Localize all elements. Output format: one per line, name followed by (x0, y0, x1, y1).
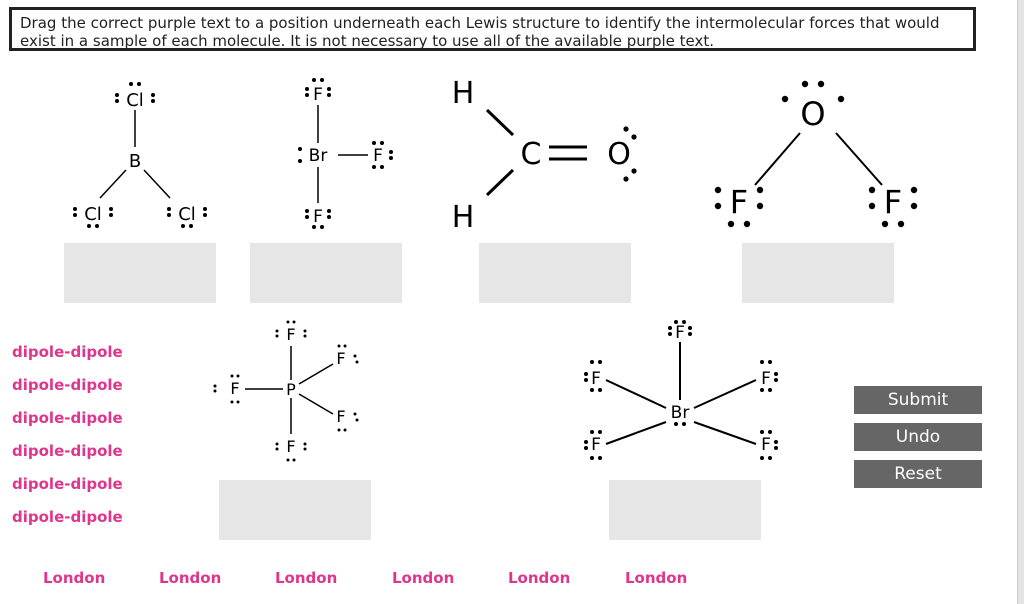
lone-pairs (298, 78, 393, 229)
answer-dipole-dipole[interactable]: dipole-dipole (12, 343, 123, 361)
atom-h-bottom: H (452, 200, 475, 235)
atom-f-upper-right: F (336, 349, 345, 368)
lone-pairs (213, 320, 359, 462)
atom-f-left: F (230, 379, 239, 398)
lewis-structure-bcl3: Cl B Cl Cl (60, 75, 220, 235)
atom-c: C (521, 137, 542, 172)
atom-o-center: O (800, 95, 825, 133)
answer-london[interactable]: London (392, 569, 455, 587)
answer-dipole-dipole[interactable]: dipole-dipole (12, 508, 123, 526)
answer-dipole-dipole[interactable]: dipole-dipole (12, 442, 123, 460)
answer-london[interactable]: London (159, 569, 222, 587)
submit-button[interactable]: Submit (854, 386, 982, 414)
lewis-structure-brf3: F Br F F (280, 75, 410, 235)
atom-f-right: F (884, 183, 902, 221)
drop-zone-of2[interactable] (742, 243, 894, 303)
answer-london[interactable]: London (275, 569, 338, 587)
lewis-structure-brf5: F F F Br F F (580, 318, 790, 468)
atom-f-bottom: F (313, 207, 323, 227)
lewis-structure-h2co: H C O H (445, 75, 655, 235)
atom-cl-right: Cl (178, 204, 196, 225)
atom-f-lower-left: F (591, 435, 601, 455)
atom-f-left: F (730, 183, 748, 221)
undo-button[interactable]: Undo (854, 423, 982, 451)
atom-f-top: F (313, 85, 323, 105)
lone-pairs (714, 80, 918, 228)
instructions-box: Drag the correct purple text to a positi… (9, 7, 976, 51)
instructions-text: Drag the correct purple text to a positi… (20, 14, 940, 50)
atom-f-upper-right: F (761, 369, 771, 389)
atom-cl-left: Cl (84, 204, 102, 225)
answer-london[interactable]: London (508, 569, 571, 587)
atom-f-top: F (675, 323, 685, 343)
atom-h-top: H (452, 76, 475, 111)
atom-f-right: F (373, 146, 383, 166)
atom-f-bottom: F (286, 437, 295, 456)
lewis-structure-pf5: F F P F F F (205, 318, 385, 468)
atom-f-top: F (286, 325, 295, 344)
atom-f-lower-right: F (761, 435, 771, 455)
drop-zone-pf5[interactable] (219, 480, 371, 540)
atom-b-center: B (129, 151, 141, 172)
drop-zone-brf5[interactable] (609, 480, 761, 540)
answer-london[interactable]: London (625, 569, 688, 587)
atom-br-center: Br (309, 146, 328, 166)
atom-o: O (607, 137, 631, 172)
lone-pairs (584, 320, 778, 460)
answer-dipole-dipole[interactable]: dipole-dipole (12, 409, 123, 427)
atom-p-center: P (286, 380, 296, 399)
lone-pairs (623, 126, 637, 182)
lewis-structure-of2: O F F (705, 75, 925, 235)
drop-zone-bcl3[interactable] (64, 243, 216, 303)
answer-dipole-dipole[interactable]: dipole-dipole (12, 475, 123, 493)
reset-button[interactable]: Reset (854, 460, 982, 488)
lone-pairs (73, 82, 207, 228)
atom-f-upper-left: F (591, 369, 601, 389)
atom-cl-top: Cl (126, 90, 144, 111)
answer-london[interactable]: London (43, 569, 106, 587)
answer-dipole-dipole[interactable]: dipole-dipole (12, 376, 123, 394)
atom-f-lower-right: F (336, 407, 345, 426)
drop-zone-h2co[interactable] (479, 243, 631, 303)
atom-br-center: Br (671, 403, 690, 423)
scrollbar[interactable] (1017, 0, 1024, 604)
drop-zone-brf3[interactable] (250, 243, 402, 303)
